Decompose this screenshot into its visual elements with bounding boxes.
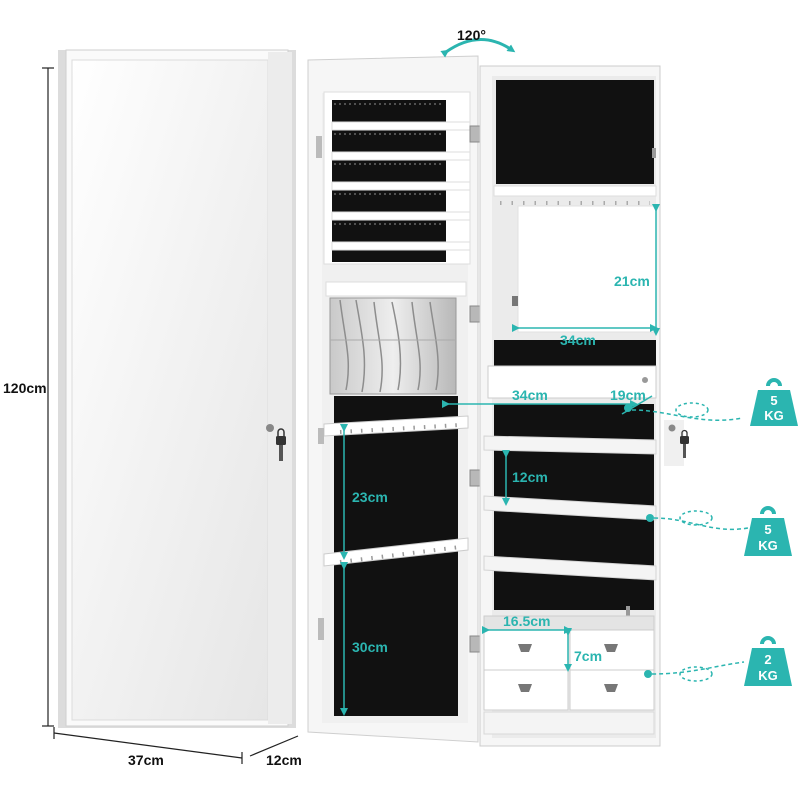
load-value: 2 <box>764 652 771 667</box>
drawer-width-label: 16.5cm <box>503 613 550 629</box>
drawer-handle-icon <box>604 644 618 652</box>
width-dimension <box>53 727 243 764</box>
shelf-2 <box>483 495 657 521</box>
ring-bar <box>493 185 657 197</box>
closed-cabinet <box>58 49 296 728</box>
earring-boards <box>323 91 471 265</box>
side-lock-icon <box>664 420 689 466</box>
load-unit: KG <box>758 668 778 683</box>
upper-band <box>494 340 656 366</box>
height-dimension <box>42 67 54 727</box>
shelf-depth-label: 19cm <box>610 387 646 403</box>
mirror-panel <box>71 59 269 721</box>
depth-label: 12cm <box>266 752 302 768</box>
rotation-arrow <box>440 38 516 58</box>
shelf-tray <box>487 365 657 399</box>
top-compartment-latch <box>652 148 656 158</box>
door-shelf-bar <box>325 281 467 297</box>
drawer-height-label: 7cm <box>574 648 602 664</box>
drawer-handle-icon <box>518 644 532 652</box>
door-latch-bottom <box>318 618 324 640</box>
jewelry-pouch <box>329 297 457 395</box>
load-unit: KG <box>764 408 784 423</box>
top-compartment <box>496 80 654 184</box>
weight-icon <box>750 378 798 426</box>
shelf-spacing-label: 12cm <box>512 469 548 485</box>
cabinet-body <box>479 65 661 747</box>
load-callout-tray <box>624 402 743 421</box>
door-upper-height-label: 23cm <box>352 489 388 505</box>
cabinet-edge <box>268 52 292 724</box>
drawer-handle-icon <box>518 684 532 692</box>
drawers <box>483 615 655 735</box>
inner-mirror <box>517 205 657 333</box>
shelf-3 <box>483 555 657 581</box>
mirror-height-label: 21cm <box>614 273 650 289</box>
width-label: 37cm <box>128 752 164 768</box>
weight-icon <box>744 636 792 686</box>
rotation-angle-label: 120° <box>457 27 486 43</box>
load-value: 5 <box>764 522 771 537</box>
depth-dimension <box>249 735 299 757</box>
lock-icon <box>266 424 286 461</box>
load-unit: KG <box>758 538 778 553</box>
inner-latch <box>626 606 630 616</box>
load-value: 5 <box>770 393 777 408</box>
tray-knob <box>642 377 648 383</box>
door-latch-middle <box>318 428 324 444</box>
door-lower-height-label: 30cm <box>352 639 388 655</box>
load-callout-drawer <box>644 661 745 682</box>
height-label: 120cm <box>3 380 47 396</box>
open-door <box>307 55 479 743</box>
load-callout-shelf <box>646 510 749 531</box>
necklace-bar-lower <box>323 537 469 567</box>
shelf-1 <box>483 435 657 455</box>
door-latch-top <box>316 136 322 158</box>
light-switch <box>512 296 518 306</box>
drawer-handle-icon <box>604 684 618 692</box>
mirror-width-label: 34cm <box>560 332 596 348</box>
weight-icon <box>744 506 792 556</box>
shelf-width-label: 34cm <box>512 387 548 403</box>
